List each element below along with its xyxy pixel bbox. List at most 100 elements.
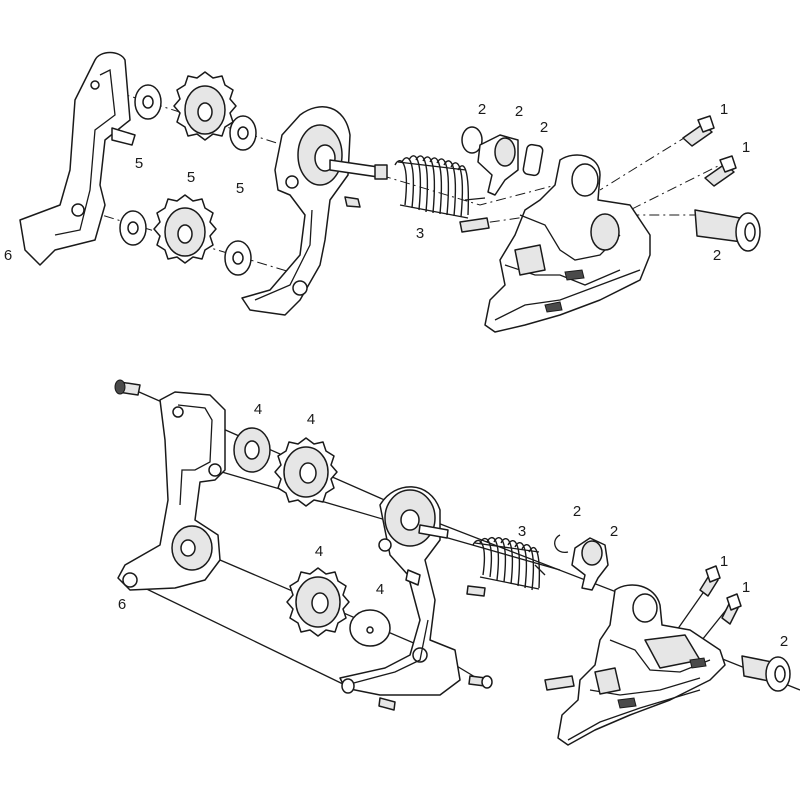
bottom-main-body-detail-a <box>609 639 711 673</box>
top-callouts: 1 1 2 2 2 2 3 5 5 5 6 <box>4 101 750 264</box>
bottom-callout-6: 6 <box>118 596 126 613</box>
top-inner-cage-hole-lower <box>292 280 308 296</box>
bottom-barrel-adjuster <box>741 655 791 692</box>
bottom-spring-coil <box>472 537 541 591</box>
top-mounting-bolts <box>682 115 737 187</box>
top-main-body-screw-b <box>544 301 563 313</box>
top-lower-washer-left-hole <box>127 221 139 235</box>
bottom-cage-axle <box>418 524 449 539</box>
bottom-callout-2c: 2 <box>780 633 788 650</box>
bottom-cage-lower-bolt-head <box>481 675 493 689</box>
top-knuckle-plate <box>522 143 544 177</box>
top-upper-pulley-stack <box>134 71 257 151</box>
top-lower-pulley-wheel <box>153 194 217 264</box>
bottom-inner-cage-outline <box>339 486 461 696</box>
top-spring-axis <box>469 214 700 226</box>
top-inner-cage-edge <box>254 209 313 301</box>
bottom-barrel-adjuster-cap-hole <box>774 665 786 683</box>
top-callout-5c: 5 <box>236 180 244 197</box>
top-main-body-upper-boss <box>571 163 599 197</box>
top-outer-cage-outline <box>19 51 131 266</box>
bottom-knuckle-parts <box>554 534 609 591</box>
top-spring-coil <box>394 155 470 218</box>
top-callout-6: 6 <box>4 247 12 264</box>
top-main-body-cable-guide <box>514 244 546 276</box>
top-lower-washer-right-hole <box>232 251 244 265</box>
bottom-callout-1b: 1 <box>742 579 750 596</box>
bottom-spring-bottom <box>479 576 540 590</box>
bottom-callout-4b: 4 <box>307 411 315 428</box>
bottom-inner-cage-edge <box>349 619 429 685</box>
top-callout-5b: 5 <box>187 169 195 186</box>
top-callout-2a: 2 <box>478 101 486 118</box>
top-assembly: 1 1 2 2 2 2 3 5 5 5 6 <box>4 51 761 333</box>
top-mounting-bolt-1-head <box>697 115 715 133</box>
top-outer-cage-inner <box>54 69 116 236</box>
bottom-callout-3: 3 <box>518 523 526 540</box>
bottom-upper-pulley-stack <box>233 427 338 507</box>
top-upper-pulley-bore <box>197 102 213 122</box>
bottom-inner-cage-tab <box>405 569 421 586</box>
top-upper-washer-right-hole <box>237 126 249 140</box>
bottom-callout-2a: 2 <box>573 503 581 520</box>
bottom-mounting-bolt-1-head <box>705 565 721 583</box>
bottom-outer-cage-hole-mid <box>208 463 222 477</box>
bottom-callouts: 1 1 2 2 2 3 4 4 4 4 6 <box>118 401 788 650</box>
bottom-inner-cage <box>339 486 461 696</box>
top-knuckle-bracket-ring <box>494 137 516 167</box>
top-callout-2c: 2 <box>540 119 548 136</box>
bottom-assembly: 1 1 2 2 2 3 4 4 4 4 6 <box>114 379 800 746</box>
bottom-outer-cage-inner <box>177 404 213 506</box>
bottom-callout-4d: 4 <box>376 581 384 598</box>
bottom-cage-foot-bolt <box>378 697 396 711</box>
top-barrel-adjuster-body <box>694 209 743 243</box>
bottom-main-body-screw-b <box>689 657 707 669</box>
bottom-mounting-bolt-2-head <box>726 593 742 611</box>
bottom-inner-cage-lower-hole <box>412 647 428 663</box>
top-inner-cage <box>241 106 351 316</box>
top-callout-1b: 1 <box>742 139 750 156</box>
bottom-lower-washer-hole <box>366 626 374 634</box>
top-bolt-axis-2 <box>619 159 731 216</box>
top-spring <box>394 155 486 219</box>
bottom-outer-cage-lower-bore <box>180 539 196 557</box>
bottom-lower-pulley-bore <box>311 592 329 614</box>
top-main-body-screw-a <box>564 269 585 281</box>
bottom-b-screw <box>544 675 575 691</box>
top-main-body-detail-c <box>494 269 641 321</box>
bottom-lower-pulley-stack <box>286 567 391 647</box>
bottom-knuckle-ring <box>581 540 603 566</box>
bottom-spring-top <box>474 542 540 553</box>
bottom-upper-washer-center <box>244 440 260 460</box>
bottom-main-body-detail-c <box>567 689 701 741</box>
top-pivot-axle-collar <box>374 164 388 180</box>
bottom-outer-cage-hole-top <box>172 406 184 418</box>
bottom-spring <box>472 537 546 591</box>
bottom-spring-tail <box>534 564 546 576</box>
top-spring-tail <box>464 197 486 201</box>
bottom-upper-pulley-bore <box>299 462 317 484</box>
top-inner-cage-hole-upper <box>285 175 299 189</box>
bottom-main-body-screw-a <box>617 697 637 709</box>
top-lower-pulley-axis <box>84 209 301 276</box>
top-small-bolt <box>344 196 361 208</box>
top-outer-cage-hole-lower <box>71 203 85 217</box>
top-upper-washer-left-hole <box>142 95 154 109</box>
top-callout-5a: 5 <box>135 155 143 172</box>
top-barrel-adjuster <box>694 209 761 252</box>
bottom-inner-cage-hole <box>378 538 392 552</box>
bottom-cage-small-bolt <box>466 585 486 597</box>
bottom-callout-4c: 4 <box>315 543 323 560</box>
top-lower-pulley-stack <box>119 194 252 276</box>
bottom-callout-1a: 1 <box>720 553 728 570</box>
bottom-mounting-bolts <box>699 565 742 625</box>
bottom-callout-4a: 4 <box>254 401 262 418</box>
top-mounting-bolt-2-head <box>719 155 737 173</box>
top-callout-2d: 2 <box>713 247 721 264</box>
top-spring-bottom <box>399 204 469 219</box>
top-outer-cage-plate <box>19 51 136 266</box>
bottom-outer-cage-foot-hole <box>122 572 138 588</box>
top-outer-cage-hole-upper <box>90 80 100 90</box>
top-callout-2b: 2 <box>515 103 523 120</box>
